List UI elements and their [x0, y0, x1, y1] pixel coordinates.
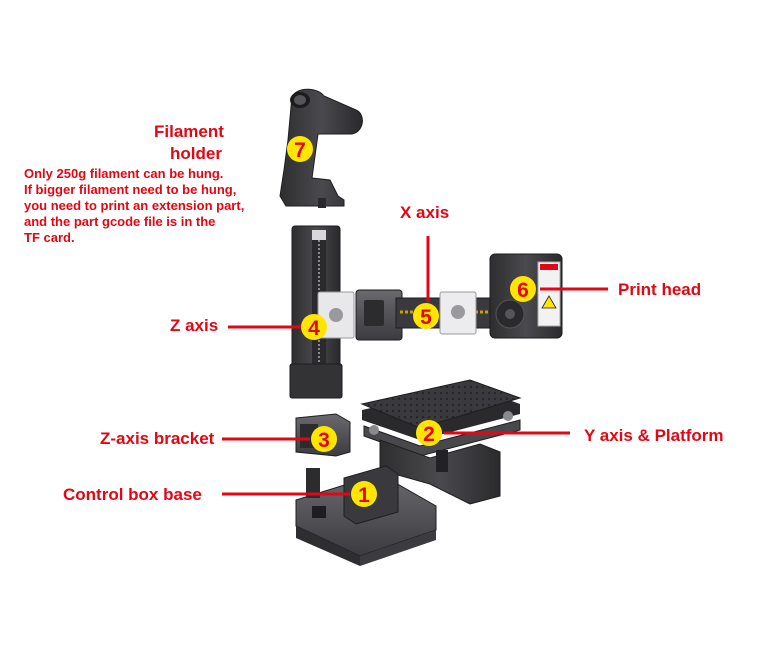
control-box-base-label: Control box base — [63, 485, 202, 504]
badge-1: 1 — [351, 481, 377, 507]
note-line: If bigger filament need to be hung, — [24, 182, 237, 197]
filament-holder-label-line2: holder — [170, 144, 222, 163]
svg-text:4: 4 — [308, 317, 320, 340]
z-axis-label: Z axis — [170, 316, 219, 335]
svg-text:1: 1 — [358, 484, 370, 507]
svg-text:3: 3 — [318, 429, 330, 452]
note-line: and the part gcode file is in the — [24, 214, 216, 229]
svg-text:2: 2 — [423, 423, 435, 446]
z-axis-part — [289, 225, 355, 399]
filament-holder-part — [279, 88, 363, 208]
badge-2: 2 — [416, 420, 442, 446]
badge-6: 6 — [510, 276, 536, 302]
control-box-base-part — [295, 465, 437, 566]
print-head-label: Print head — [618, 280, 702, 299]
badge-7: 7 — [287, 136, 313, 162]
note-line: TF card. — [24, 230, 75, 245]
badge-3: 3 — [311, 426, 337, 452]
z-axis-bracket-label: Z-axis bracket — [100, 429, 215, 448]
x-axis-part — [355, 289, 507, 341]
x-axis-label: X axis — [400, 203, 450, 222]
note-line: Only 250g filament can be hung. — [24, 166, 224, 181]
filament-note: Only 250g filament can be hung. If bigge… — [24, 166, 294, 246]
y-axis-platform-label: Y axis & Platform — [584, 426, 724, 445]
filament-holder-label-line1: Filament — [154, 122, 224, 141]
svg-text:7: 7 — [294, 139, 306, 162]
svg-text:6: 6 — [517, 279, 529, 302]
y-axis-platform-part — [360, 379, 522, 505]
svg-text:5: 5 — [420, 306, 432, 329]
badge-5: 5 — [413, 303, 439, 329]
badge-4: 4 — [301, 314, 327, 340]
note-line: you need to print an extension part, — [24, 198, 245, 213]
